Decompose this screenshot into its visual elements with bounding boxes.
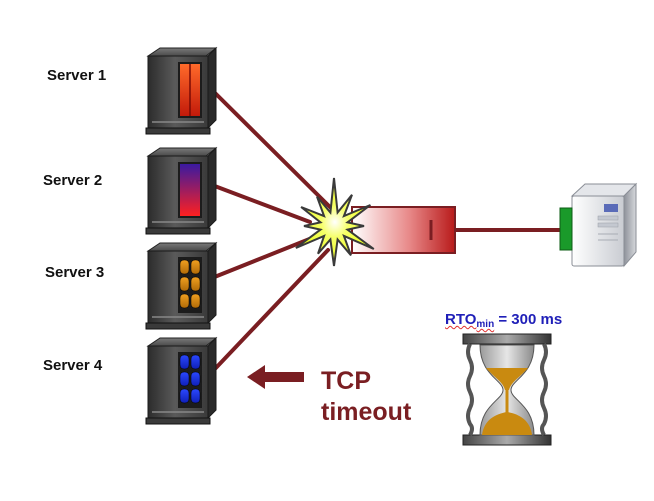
server-4-label: Server 4 bbox=[43, 357, 103, 374]
rto-min-label: RTOmin = 300 ms bbox=[445, 311, 562, 330]
hourglass-icon bbox=[462, 333, 552, 446]
switch-port bbox=[559, 207, 573, 251]
link-server-3 bbox=[210, 236, 314, 280]
explosion-icon bbox=[295, 177, 375, 267]
link-server-2 bbox=[210, 183, 312, 224]
desktop-computer-icon bbox=[570, 182, 638, 268]
rto-main: RTO bbox=[445, 311, 477, 328]
left-arrow-icon bbox=[247, 365, 304, 389]
server-1-label: Server 1 bbox=[47, 67, 107, 84]
tcp-timeout-line-1: TCP bbox=[321, 367, 371, 395]
tcp-timeout-line-2: timeout bbox=[321, 398, 412, 426]
servers bbox=[145, 46, 218, 425]
link-server-1 bbox=[210, 88, 337, 214]
server-3-icon bbox=[145, 241, 218, 330]
link-server-4 bbox=[210, 248, 330, 374]
tcp-timeout-label: TCP timeout bbox=[321, 366, 411, 428]
rto-value: = 300 ms bbox=[498, 311, 563, 328]
rto-subscript: min bbox=[476, 319, 495, 330]
server-1-icon bbox=[145, 46, 218, 135]
server-4-icon bbox=[145, 336, 218, 425]
link-lines bbox=[210, 88, 562, 374]
server-2-label: Server 2 bbox=[43, 172, 103, 189]
server-2-icon bbox=[145, 146, 218, 235]
server-3-label: Server 3 bbox=[45, 264, 105, 281]
